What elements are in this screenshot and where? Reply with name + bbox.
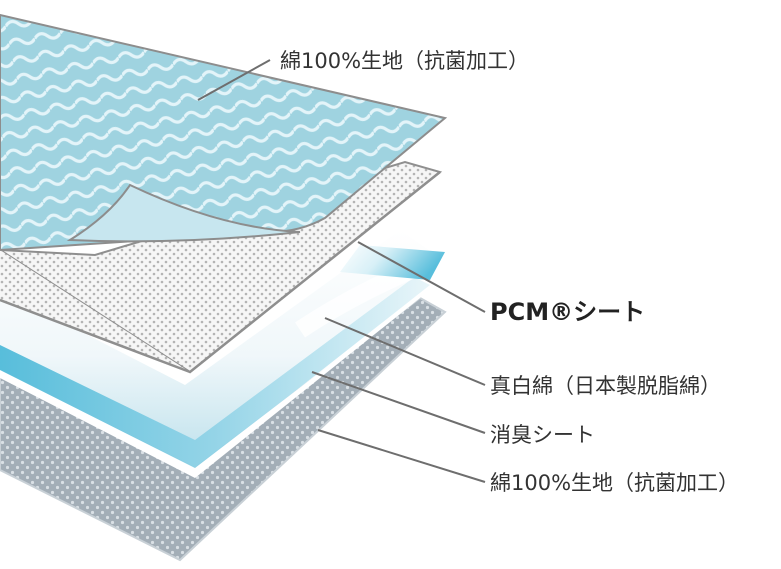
label-pcm-sheet: PCM®シート [490, 298, 645, 326]
label-deodorant-sheet: 消臭シート [490, 423, 595, 447]
leader-cotton-batting [324, 317, 486, 386]
leader-pcm-sheet [357, 241, 486, 313]
deodorant-sheet-layer [0, 275, 430, 478]
label-top-fabric: 綿100%生地（抗菌加工） [280, 49, 529, 73]
leader-bottom-fabric [317, 429, 486, 483]
leader-deodorant-sheet [311, 371, 486, 434]
label-bottom-fabric: 綿100%生地（抗菌加工） [490, 471, 739, 495]
top-fabric-layer [0, 13, 448, 252]
label-cotton-batting: 真白綿（日本製脱脂綿） [490, 374, 721, 398]
leader-top-fabric [197, 59, 271, 101]
leader-lines [197, 59, 486, 483]
